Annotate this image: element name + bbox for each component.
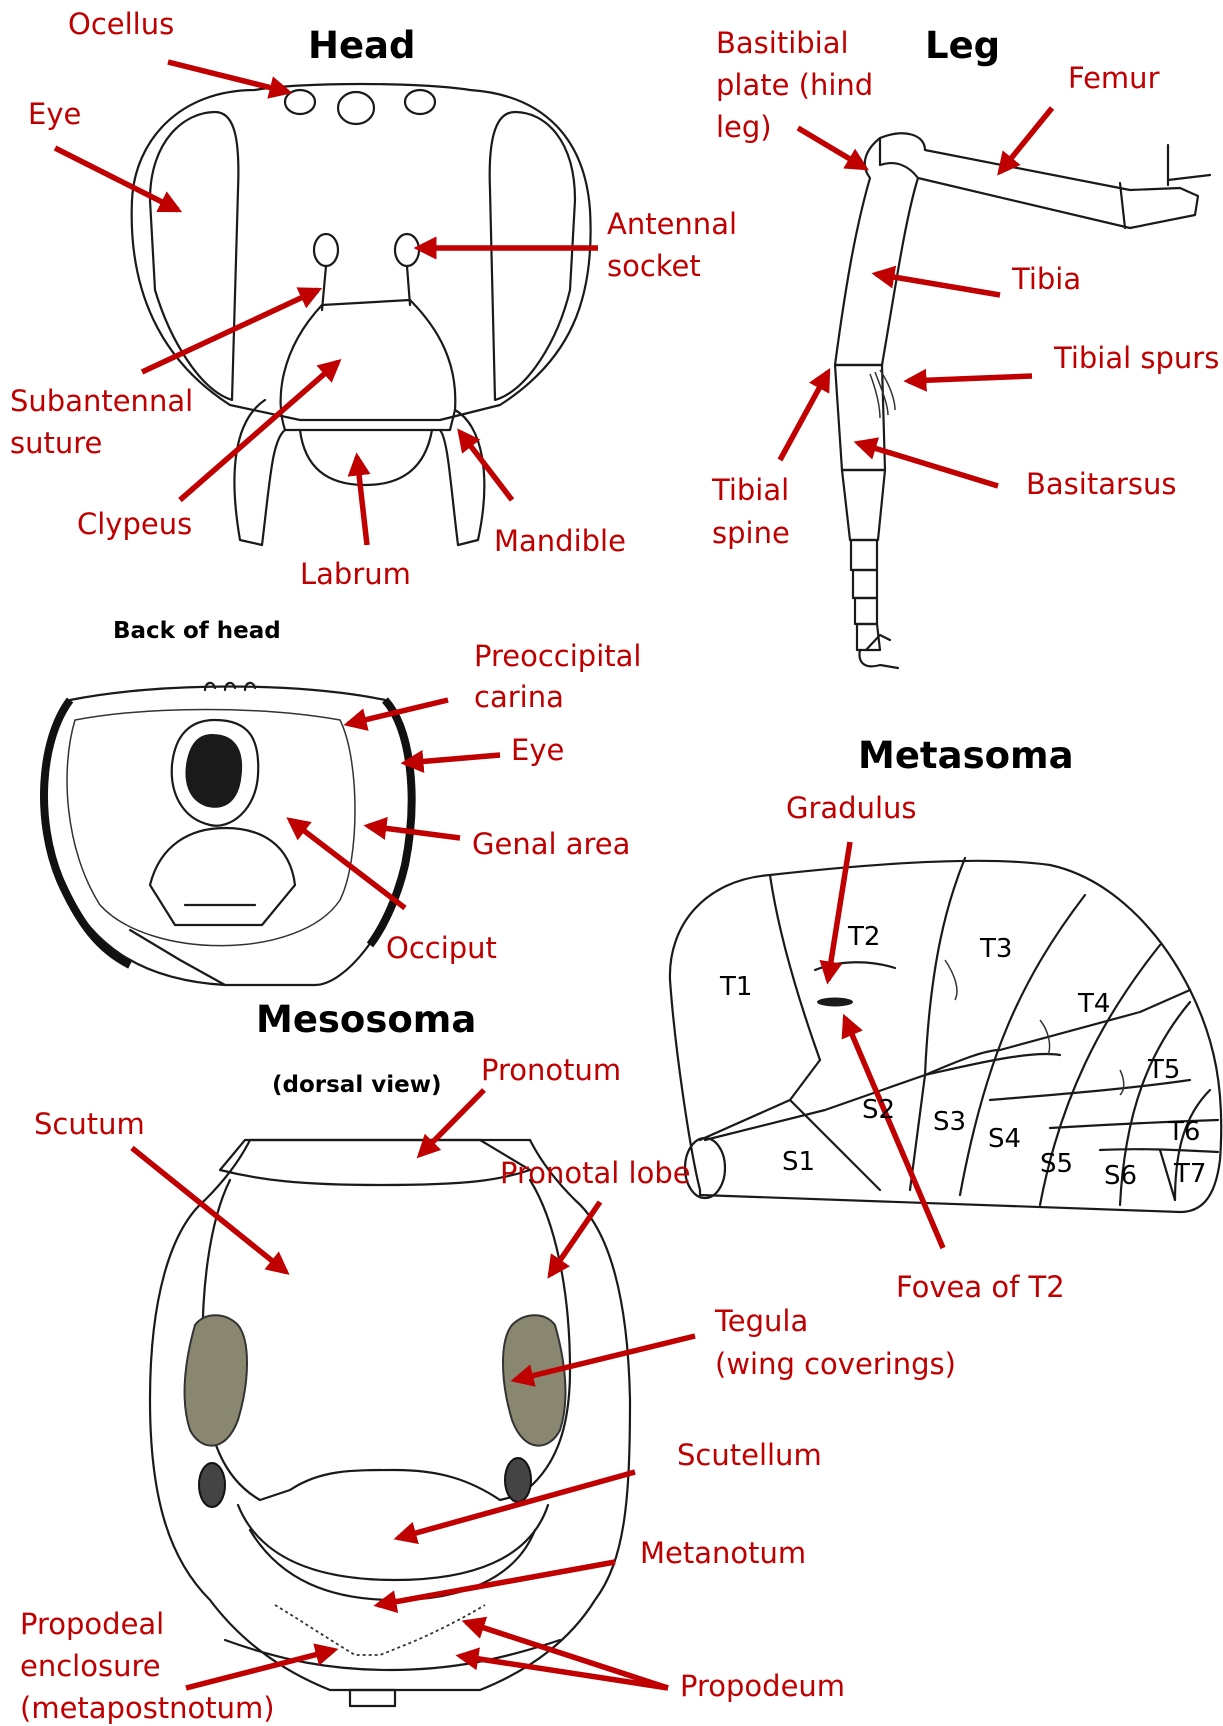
label-tibia: Tibia [1011,262,1081,296]
leg-drawing [835,133,1210,668]
mesosoma-drawing [150,1140,630,1706]
back-of-head-drawing [44,683,412,985]
label-basitibial-plate-line3: leg) [716,110,772,144]
segment-t5: T5 [1147,1055,1180,1085]
title-leg: Leg [925,24,1000,67]
segment-s5: S5 [1040,1149,1073,1179]
label-subantennal-suture-line1: Subantennal [10,384,193,418]
label-tibial-spine-line2: spine [712,516,790,550]
label-pronotum: Pronotum [481,1053,621,1087]
label-ocellus: Ocellus [68,7,174,41]
label-preoccipital-carina-line1: Preoccipital [474,639,641,673]
label-preoccipital-carina-line2: carina [474,680,564,714]
label-gradulus: Gradulus [786,791,917,825]
segment-t6: T6 [1167,1117,1200,1147]
label-mandible: Mandible [494,524,626,558]
label-basitarsus: Basitarsus [1026,467,1177,501]
label-scutum: Scutum [34,1107,145,1141]
label-clypeus: Clypeus [77,507,192,541]
title-metasoma: Metasoma [858,734,1074,777]
segment-t1: T1 [719,972,752,1002]
label-tegula-line1: Tegula [714,1304,808,1338]
segment-s2: S2 [862,1095,895,1125]
label-back-eye: Eye [511,733,564,767]
title-back-of-head: Back of head [113,618,281,644]
label-antennal-socket-line1: Antennal [607,207,737,241]
segment-s6: S6 [1104,1161,1137,1191]
label-eye: Eye [28,97,81,131]
label-labrum: Labrum [300,557,411,591]
label-scutellum: Scutellum [677,1438,822,1472]
subtitle-dorsal-view: (dorsal view) [272,1072,441,1098]
label-pronotal-lobe: Pronotal lobe [500,1156,691,1190]
label-tibial-spine-line1: Tibial [711,473,789,507]
label-subantennal-suture-line2: suture [10,426,102,460]
segment-t2: T2 [847,922,880,952]
label-propodeum: Propodeum [680,1669,845,1703]
label-propodeal-enclosure-line2: enclosure [20,1649,161,1683]
label-basitibial-plate-line2: plate (hind [716,68,873,102]
title-head: Head [308,24,416,67]
label-fovea-of-t2: Fovea of T2 [896,1270,1065,1304]
label-antennal-socket-line2: socket [607,249,701,283]
label-propodeal-enclosure-line1: Propodeal [20,1607,164,1641]
metasoma-drawing [670,858,1221,1212]
segment-s4: S4 [988,1124,1021,1154]
segment-t7: T7 [1173,1159,1206,1189]
label-propodeal-enclosure-line3: (metapostnotum) [20,1691,275,1725]
title-mesosoma: Mesosoma [256,998,476,1041]
segment-s3: S3 [933,1107,966,1137]
label-tibial-spurs: Tibial spurs [1053,341,1219,375]
label-tegula-line2: (wing coverings) [715,1347,956,1381]
label-metanotum: Metanotum [640,1536,806,1570]
label-occiput: Occiput [386,931,497,965]
segment-s1: S1 [782,1147,815,1177]
segment-t3: T3 [979,934,1012,964]
label-femur: Femur [1068,61,1160,95]
label-genal-area: Genal area [472,827,630,861]
label-basitibial-plate-line1: Basitibial [716,26,849,60]
segment-t4: T4 [1077,989,1110,1019]
